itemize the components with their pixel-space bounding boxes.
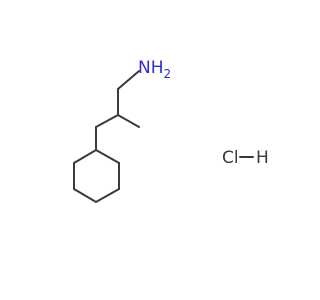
amine-subscript: 2 [164,67,172,81]
hydrogen-label: H [256,148,269,168]
molecule-drawing: NH2 Cl H [73,58,269,204]
cyclohexane-ring [73,148,120,204]
chlorine-label: Cl [222,148,239,168]
structure-canvas: NH2 Cl H [73,58,269,204]
bond-c2-methyl [117,114,140,128]
bond-n-c1 [117,70,140,90]
bond-c2-c3 [95,114,119,128]
amine-nh-text: NH [138,58,164,78]
amine-label: NH2 [138,58,171,81]
